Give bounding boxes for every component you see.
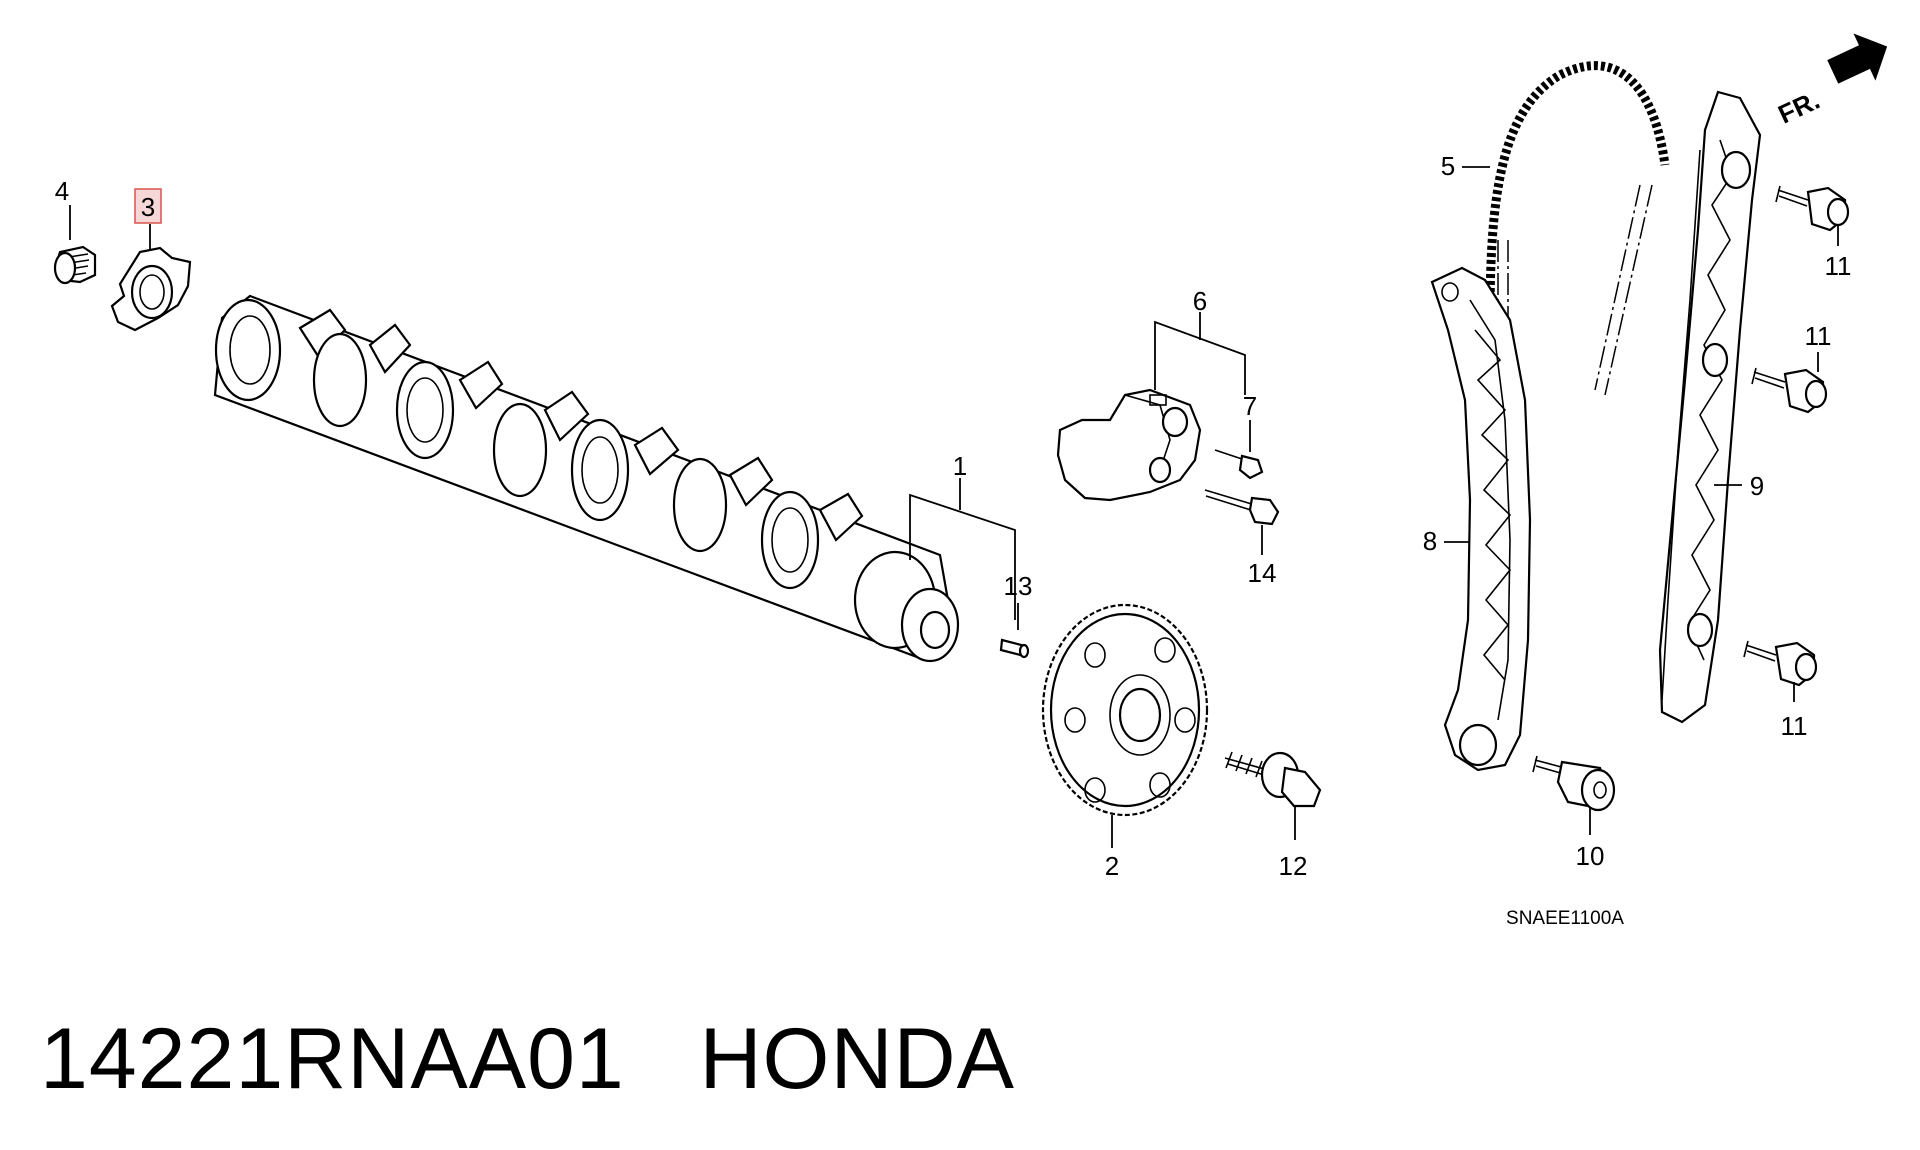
part-13-dowel-pin (999, 638, 1030, 659)
part-footer: 14221RNAA01 HONDA (40, 1010, 1015, 1109)
part-11-bolt-a (1775, 185, 1850, 232)
callout-9[interactable]: 9 (1750, 471, 1764, 501)
part-14-bolt (1204, 489, 1280, 526)
callout-7[interactable]: 7 (1243, 391, 1257, 421)
brand-name: HONDA (699, 1011, 1016, 1107)
part-10-pivot-bolt (1532, 755, 1616, 812)
callout-4[interactable]: 4 (55, 176, 69, 206)
front-direction-label: FR. (1774, 85, 1825, 130)
part-9-chain-guide (1658, 90, 1762, 724)
callout-11-middle[interactable]: 11 (1805, 321, 1832, 351)
part-4-plug (53, 245, 97, 285)
part-2-sprocket (1041, 603, 1209, 817)
callout-6[interactable]: 6 (1193, 286, 1207, 316)
part-number: 14221RNAA01 (40, 1011, 625, 1107)
part-8-tensioner-arm (1430, 266, 1532, 772)
callout-12[interactable]: 12 (1279, 851, 1308, 881)
callout-3-highlight (134, 188, 162, 224)
part-1-camshaft (213, 294, 960, 663)
callout-3[interactable]: 3 (141, 192, 155, 222)
part-5-cam-chain (1485, 61, 1670, 396)
callout-2[interactable]: 2 (1105, 851, 1119, 881)
callout-10[interactable]: 10 (1576, 841, 1605, 871)
part-12-bolt (1224, 751, 1322, 808)
part-7-bolt (1214, 449, 1264, 480)
part-11-bolt-b (1751, 367, 1828, 414)
front-direction-arrow (1827, 33, 1888, 84)
callout-1[interactable]: 1 (953, 451, 967, 481)
callout-8[interactable]: 8 (1423, 526, 1437, 556)
part-11-bolt-c (1743, 640, 1818, 687)
part-6-tensioner (1056, 388, 1202, 502)
callout-5[interactable]: 5 (1441, 151, 1455, 181)
callout-11-top[interactable]: 11 (1825, 251, 1852, 281)
callout-11-bottom[interactable]: 11 (1781, 711, 1808, 741)
drawing-code: SNAEE1100A (1506, 908, 1624, 929)
callout-14[interactable]: 14 (1248, 558, 1277, 588)
part-3-thrust-plate (110, 246, 192, 332)
callout-13[interactable]: 13 (1004, 571, 1033, 601)
